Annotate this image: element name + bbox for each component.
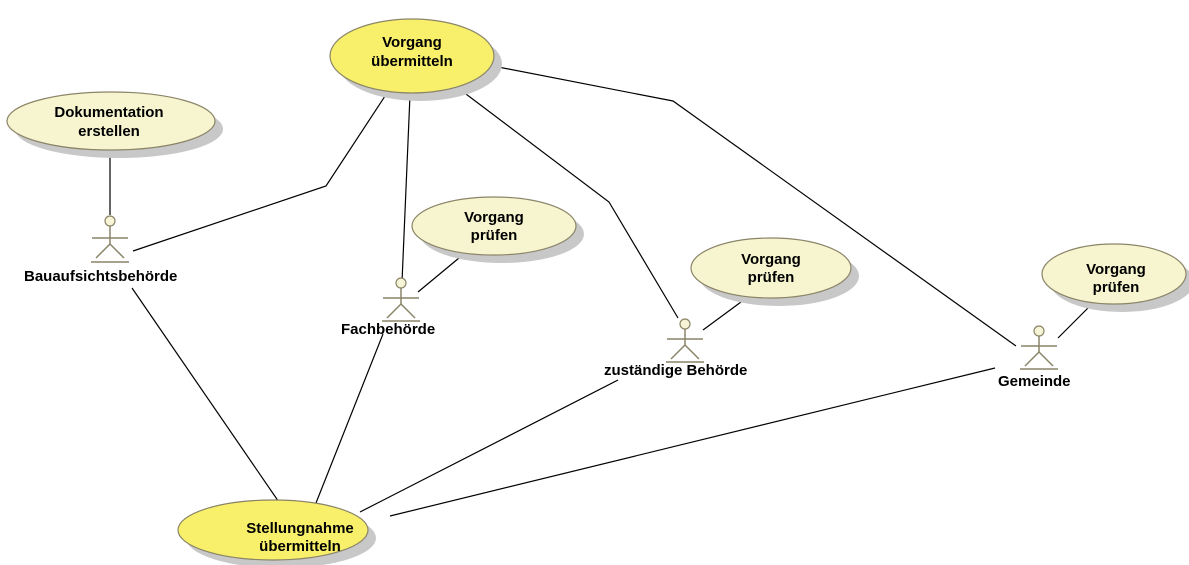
association-stellungnahme-uebermitteln-gemeinde — [389, 367, 996, 517]
association-stellungnahme-uebermitteln-bauaufsichtsbehoerde — [131, 287, 284, 509]
usecase-ellipse — [1041, 243, 1187, 305]
association-stellungnahme-uebermitteln-zustaendige-behoerde — [359, 379, 619, 513]
usecase-vorgang-pruefen-fach[interactable]: Vorgang prüfen — [411, 196, 584, 263]
usecase-label-line-1: Vorgang — [1086, 261, 1146, 278]
usecase-label-line-2: erstellen — [78, 123, 140, 140]
usecase-label-line-2: übermitteln — [371, 53, 453, 70]
association-stellungnahme-uebermitteln-fachbehoerde — [313, 333, 384, 509]
actor-figure-icon — [382, 277, 420, 322]
actor-label: Fachbehörde — [341, 321, 435, 338]
usecase-ellipse — [6, 91, 216, 151]
association-vorgang-pruefen-gemeinde-gemeinde — [1057, 305, 1091, 339]
actor-label: zuständige Behörde — [604, 362, 747, 379]
association-vorgang-pruefen-zustaendig-zustaendige-behoerde — [702, 301, 742, 331]
usecase-ellipse — [177, 499, 369, 561]
usecase-label-line-2: prüfen — [1093, 279, 1140, 296]
usecase-vorgang-pruefen-gemeinde[interactable]: Vorgang prüfen — [1041, 243, 1189, 312]
usecase-label-line-1: Vorgang — [382, 34, 442, 51]
actor-figure-icon — [91, 215, 129, 263]
usecase-label-line-1: Stellungnahme — [246, 520, 354, 537]
usecase-label-line-1: Vorgang — [741, 251, 801, 268]
usecase-label-line-2: übermitteln — [259, 538, 341, 555]
association-vorgang-uebermitteln-gemeinde — [492, 65, 1017, 347]
actor-zustaendige-behoerde[interactable]: zuständige Behörde — [604, 318, 747, 379]
association-vorgang-uebermitteln-zustaendige-behoerde — [457, 87, 679, 319]
usecase-ellipse — [329, 18, 495, 94]
association-vorgang-pruefen-fach-fachbehoerde — [417, 257, 460, 293]
usecase-label-line-1: Dokumentation — [54, 104, 163, 121]
usecase-label-line-2: prüfen — [471, 227, 518, 244]
actor-gemeinde[interactable]: Gemeinde — [998, 325, 1071, 390]
usecase-vorgang-pruefen-zustaendig[interactable]: Vorgang prüfen — [690, 237, 859, 306]
actor-fachbehoerde[interactable]: Fachbehörde — [341, 277, 435, 338]
association-vorgang-uebermitteln-bauaufsichtsbehoerde — [132, 89, 390, 252]
usecase-ellipse — [690, 237, 852, 299]
usecase-ellipse — [411, 196, 577, 256]
associations — [109, 65, 1091, 517]
actor-label: Bauaufsichtsbehörde — [24, 268, 177, 285]
usecase-stellungnahme-uebermitteln[interactable]: Stellungnahme übermitteln — [177, 499, 376, 565]
actor-bauaufsichtsbehoerde[interactable]: Bauaufsichtsbehörde — [24, 215, 177, 285]
usecase-dokumentation-erstellen[interactable]: Dokumentation erstellen — [6, 91, 223, 158]
association-vorgang-uebermitteln-fachbehoerde — [401, 94, 411, 283]
actor-figure-icon — [666, 318, 704, 363]
usecase-label-line-1: Vorgang — [464, 209, 524, 226]
actor-figure-icon — [1020, 325, 1058, 370]
usecase-vorgang-uebermitteln[interactable]: Vorgang übermitteln — [329, 18, 502, 101]
usecase-label-line-2: prüfen — [748, 269, 795, 286]
actor-label: Gemeinde — [998, 373, 1071, 390]
